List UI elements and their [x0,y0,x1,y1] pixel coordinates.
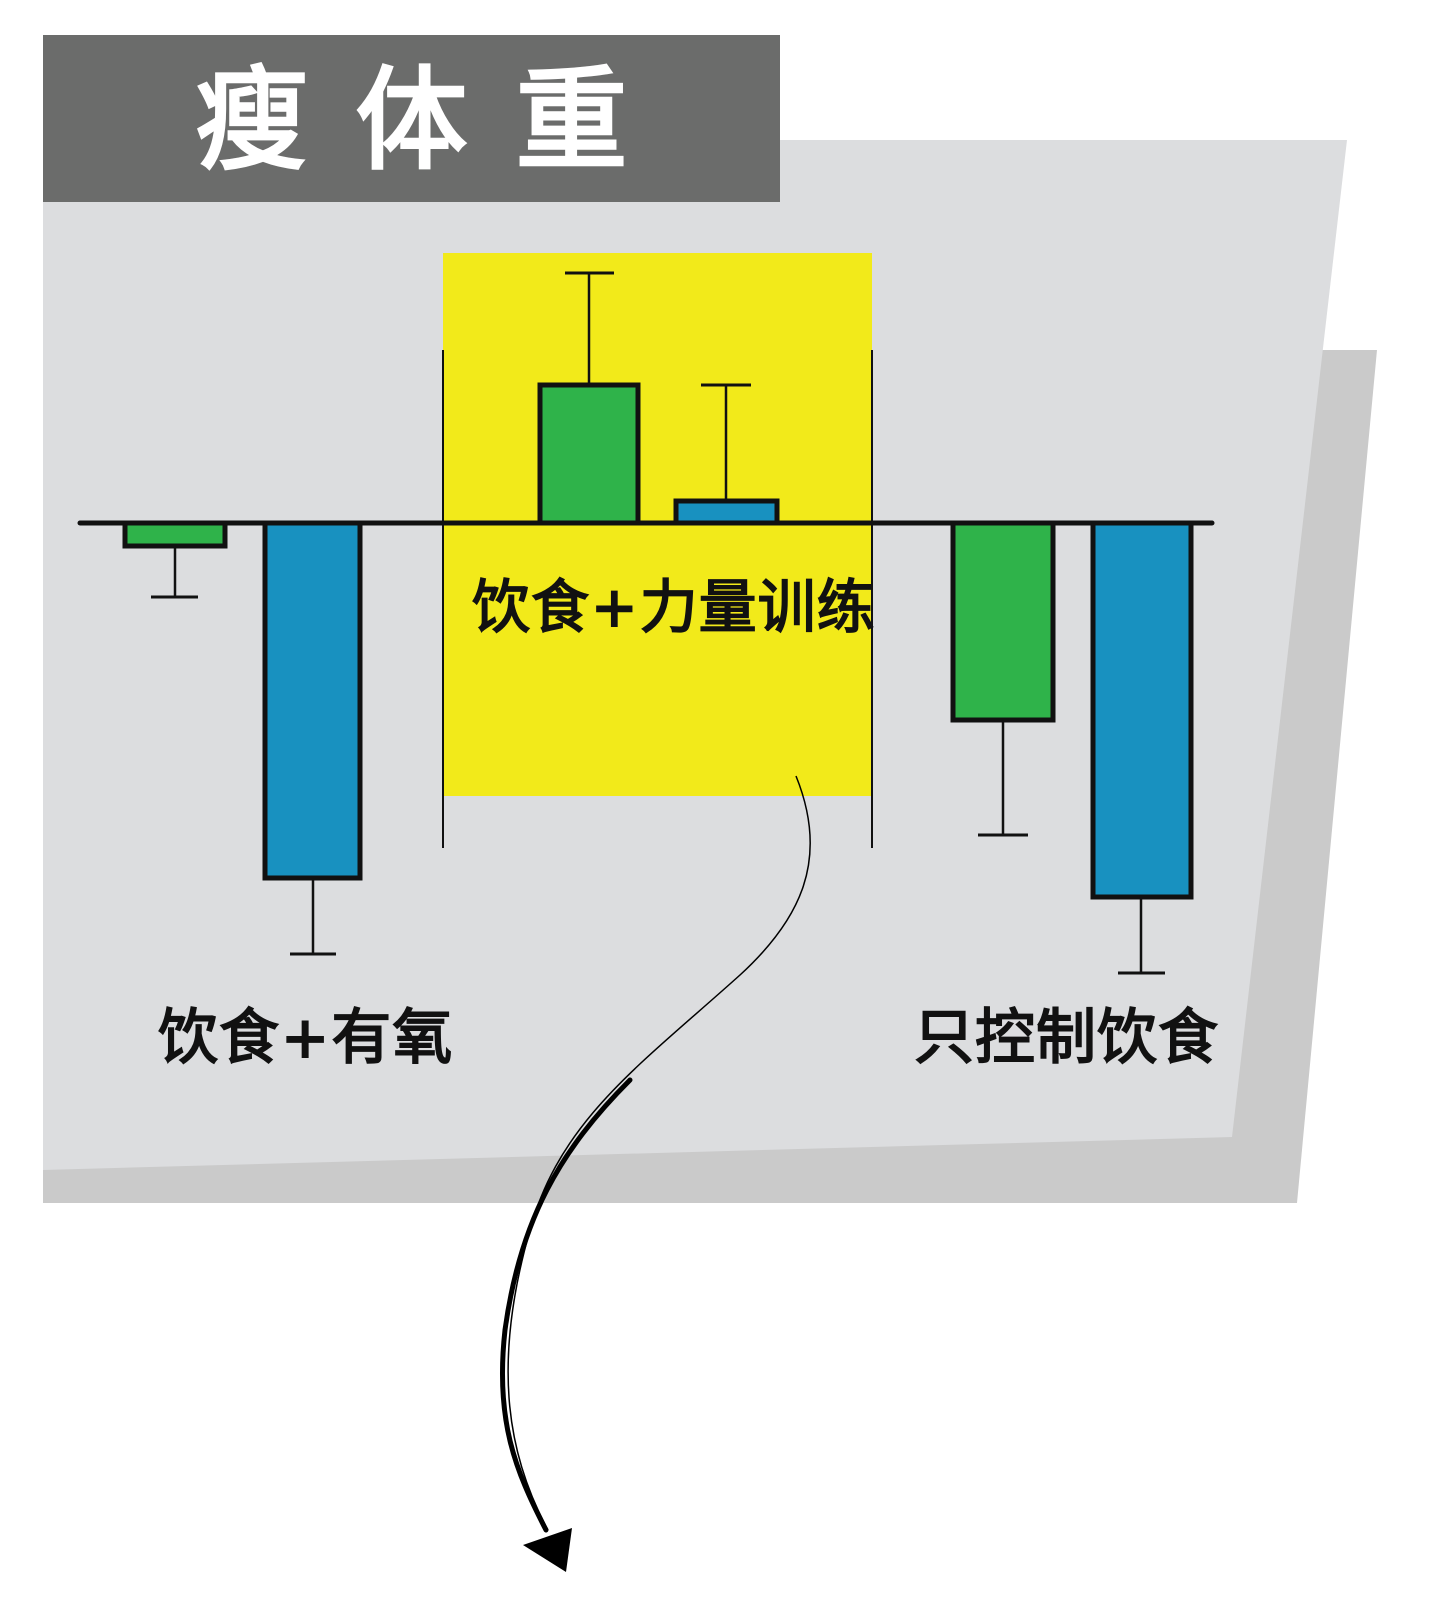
bar-blue [673,498,780,526]
bar-group-diet-strength [537,271,780,526]
bar-blue [262,520,363,881]
curved-arrow-icon [507,775,811,1531]
bar-green [122,520,228,549]
group-label-diet-strength: 饮食+力量训练 [472,573,876,641]
title-banner: 瘦体重 [43,35,780,202]
bar-group-diet-cardio [122,520,363,956]
bar-group-diet-only [950,520,1194,975]
page-title: 瘦体重 [195,55,676,186]
group-label-diet-cardio: 饮食+有氧 [158,1003,454,1073]
bar-green [537,382,641,526]
arrow-head-icon [523,1528,572,1572]
group-label-diet-only: 只控制饮食 [914,1003,1219,1073]
bar-blue [1090,520,1194,900]
bar-green [950,520,1056,723]
